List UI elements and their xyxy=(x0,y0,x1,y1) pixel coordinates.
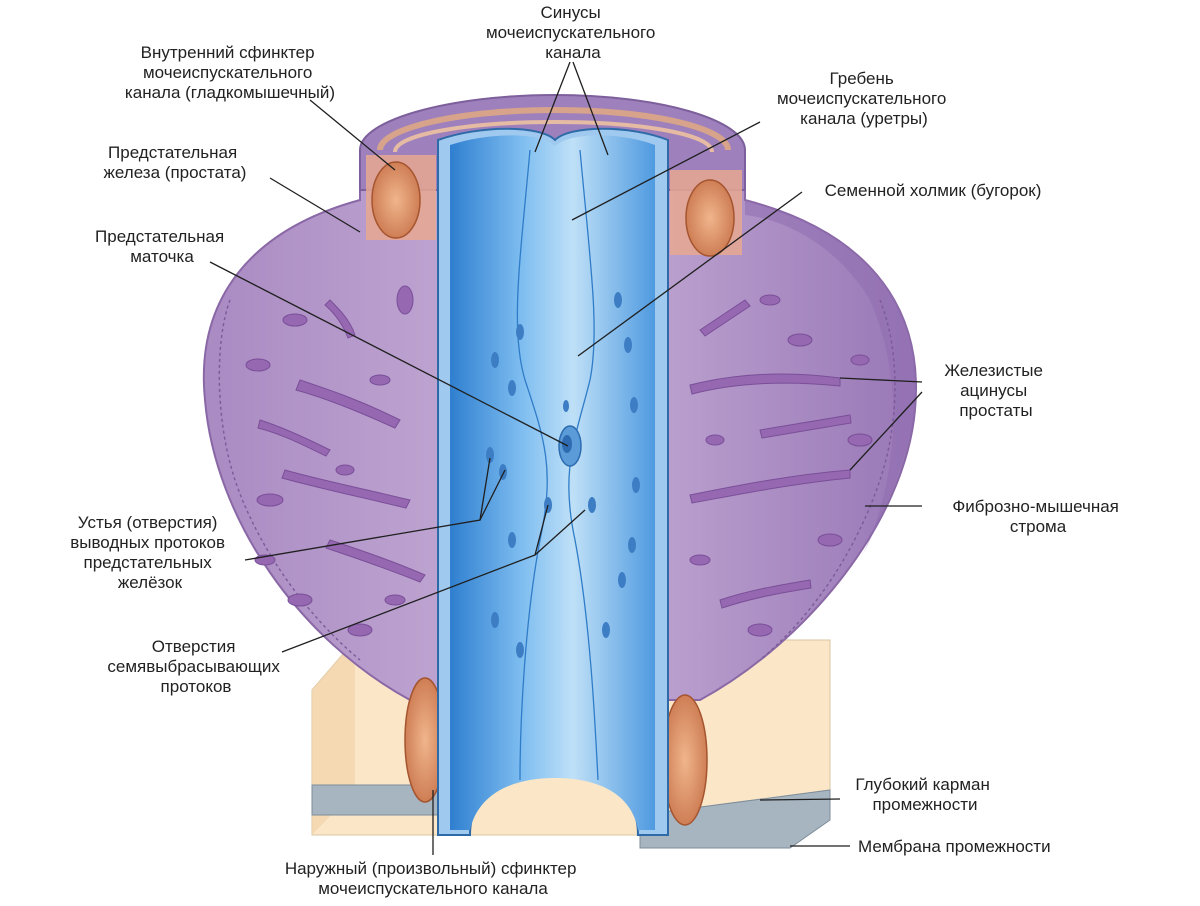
glandular-acini xyxy=(245,285,426,637)
label-duct-openings: Устья (отверстия) выводных протоков пред… xyxy=(70,513,230,592)
label-prostatic-utricle: Предстательная маточка xyxy=(95,227,229,266)
label-prostate: Предстательная железа (простата) xyxy=(104,143,247,182)
label-urethral-crest: Гребень мочеиспускательного канала (урет… xyxy=(777,69,951,128)
label-fibromuscular-stroma: Фиброзно-мышечная строма xyxy=(952,497,1123,536)
label-seminal-colliculus: Семенной холмик (бугорок) xyxy=(825,181,1042,200)
label-sinuses: Синусы мочеиспускательного канала xyxy=(486,3,660,62)
label-deep-perineal-pouch: Глубокий карман промежности xyxy=(855,775,994,814)
label-external-sphincter: Наружный (произвольный) сфинктер мочеисп… xyxy=(285,859,581,898)
internal-sphincter xyxy=(366,155,742,257)
label-ejaculatory-openings: Отверстия семявыбрасывающих протоков xyxy=(107,637,284,696)
label-perineal-membrane: Мембрана промежности xyxy=(858,837,1051,856)
label-glandular-acini: Железистые ацинусы простаты xyxy=(944,361,1047,420)
leader-lines xyxy=(209,61,923,855)
external-sphincter xyxy=(404,677,708,826)
urethra xyxy=(437,127,669,836)
glandular-acini-right xyxy=(689,294,873,637)
label-internal-sphincter: Внутренний сфинктер мочеиспускательного … xyxy=(125,43,335,102)
